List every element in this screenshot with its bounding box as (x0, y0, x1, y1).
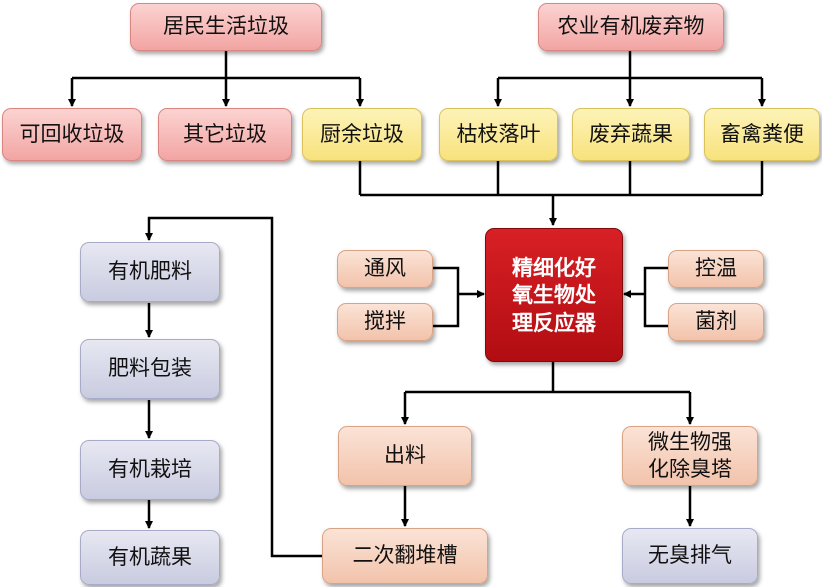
deodorization-tower-box: 微生物强 化除臭塔 (622, 426, 758, 486)
loop-back-line (145, 216, 322, 558)
livestock-manure-box: 畜禽粪便 (704, 108, 820, 161)
recyclable-waste-box: 可回收垃圾 (2, 108, 142, 161)
microbial-agent-box: 菌剂 (668, 303, 764, 341)
other-waste-box: 其它垃圾 (158, 108, 292, 161)
organic-vegetables-box: 有机蔬果 (80, 530, 220, 585)
organic-fertilizer-box: 有机肥料 (80, 242, 220, 302)
residential-waste-box: 居民生活垃圾 (130, 3, 322, 51)
temperature-control-box: 控温 (668, 250, 764, 288)
branches-leaves-box: 枯枝落叶 (439, 108, 558, 161)
odorless-exhaust-box: 无臭排气 (622, 528, 758, 584)
stirring-box: 搅拌 (337, 303, 433, 341)
organic-cultivation-box: 有机栽培 (80, 440, 220, 500)
waste-vegetables-box: 废弃蔬果 (572, 108, 690, 161)
discharge-box: 出料 (338, 426, 472, 486)
fertilizer-packaging-box: 肥料包装 (80, 339, 220, 399)
kitchen-waste-box: 厨余垃圾 (302, 108, 422, 161)
reactor-box: 精细化好 氧生物处 理反应器 (485, 228, 623, 362)
agricultural-waste-box: 农业有机废弃物 (538, 3, 724, 51)
ventilation-box: 通风 (337, 250, 433, 288)
secondary-turning-tank-box: 二次翻堆槽 (322, 528, 488, 584)
